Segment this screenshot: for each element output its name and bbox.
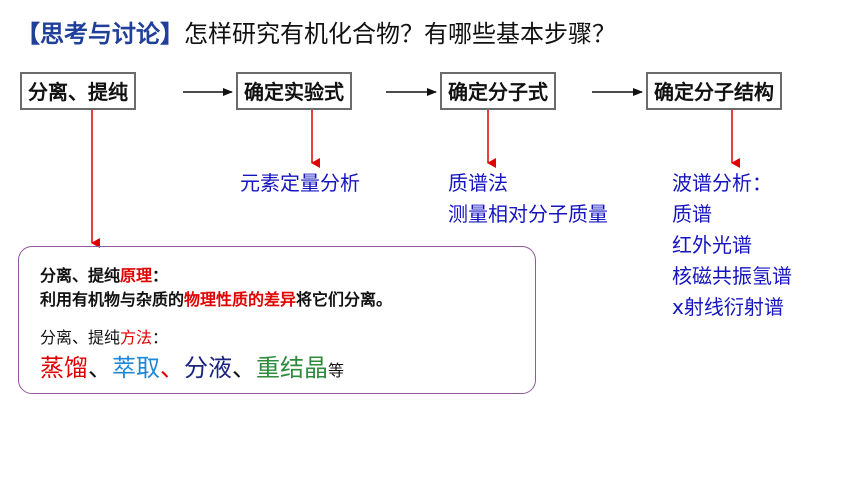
molecular-method-line-2: 测量相对分子质量 bbox=[448, 202, 608, 226]
step-empirical-formula: 确定实验式 bbox=[236, 72, 352, 110]
principle-suffix: 将它们分离。 bbox=[296, 290, 393, 309]
structure-method-line-4: 核磁共振氢谱 bbox=[672, 264, 792, 288]
principle-heading: 分离、提纯原理： bbox=[40, 262, 168, 286]
title-question: 怎样研究有机化合物？有哪些基本步骤？ bbox=[184, 20, 616, 48]
method-label: 分离、提纯 bbox=[40, 328, 121, 347]
structure-method-text: 波谱分析： 质谱 红外光谱 核磁共振氢谱 x射线衍射谱 bbox=[672, 168, 792, 323]
principle-text: 利用有机物与杂质的物理性质的差异将它们分离。 bbox=[40, 286, 392, 310]
structure-method-line-3: 红外光谱 bbox=[672, 233, 752, 257]
method-colon: ： bbox=[152, 328, 169, 347]
principle-label: 分离、提纯 bbox=[40, 266, 121, 285]
technique-extraction: 萃取 bbox=[112, 354, 160, 382]
molecular-method-line-1: 质谱法 bbox=[448, 171, 508, 195]
technique-liquid-separation: 分液 bbox=[184, 354, 232, 382]
principle-keyword: 原理 bbox=[120, 266, 153, 285]
structure-method-line-1: 波谱分析： bbox=[672, 171, 772, 195]
technique-recrystallization: 重结晶 bbox=[256, 354, 328, 382]
principle-colon: ： bbox=[152, 266, 169, 285]
technique-list: 蒸馏、萃取、分液、重结晶等 bbox=[40, 348, 344, 383]
method-heading: 分离、提纯方法： bbox=[40, 324, 168, 348]
technique-sep-2: 、 bbox=[160, 354, 184, 382]
principle-prefix: 利用有机物与杂质的 bbox=[40, 290, 185, 309]
separation-note-box bbox=[18, 246, 536, 394]
technique-suffix: 等 bbox=[328, 361, 345, 380]
step-separation-purification: 分离、提纯 bbox=[20, 72, 136, 110]
step-molecular-structure: 确定分子结构 bbox=[646, 72, 782, 110]
technique-sep-3: 、 bbox=[232, 354, 256, 382]
structure-method-line-5: x射线衍射谱 bbox=[672, 295, 784, 319]
empirical-method-text: 元素定量分析 bbox=[240, 168, 360, 199]
technique-distillation: 蒸馏 bbox=[40, 354, 88, 382]
title-bracket-label: 【思考与讨论】 bbox=[16, 20, 184, 48]
method-keyword: 方法 bbox=[120, 328, 153, 347]
principle-highlight: 物理性质的差异 bbox=[184, 290, 297, 309]
structure-method-line-2: 质谱 bbox=[672, 202, 712, 226]
page-title: 【思考与讨论】怎样研究有机化合物？有哪些基本步骤？ bbox=[16, 14, 616, 49]
technique-sep-1: 、 bbox=[88, 354, 112, 382]
molecular-method-text: 质谱法 测量相对分子质量 bbox=[448, 168, 608, 230]
step-molecular-formula: 确定分子式 bbox=[440, 72, 556, 110]
empirical-method-line: 元素定量分析 bbox=[240, 171, 360, 195]
